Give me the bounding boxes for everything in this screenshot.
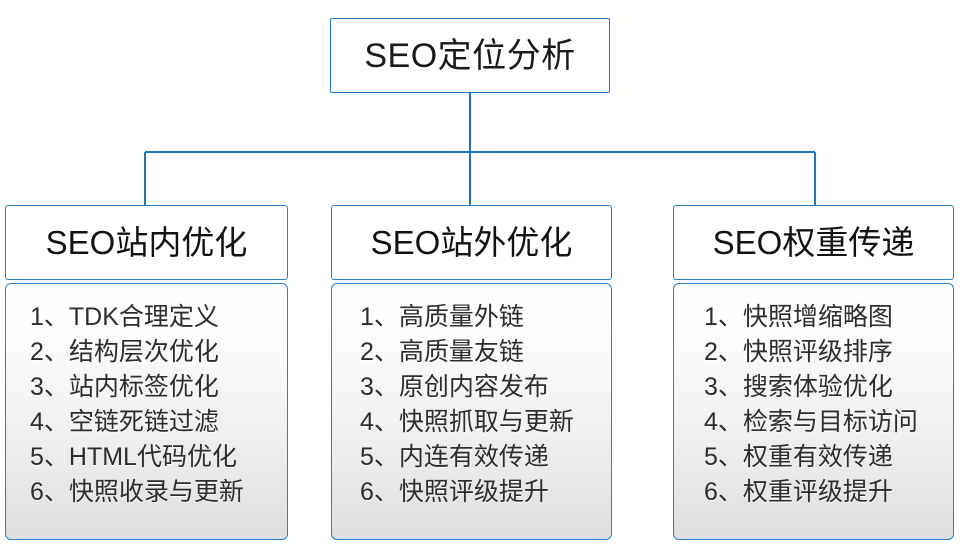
list-item: 4、检索与目标访问	[704, 408, 918, 436]
branch-column-seo-onsite: SEO站内优化 1、TDK合理定义 2、结构层次优化 3、站内标签优化 4、空链…	[5, 205, 288, 540]
list-item: 5、权重有效传递	[704, 443, 893, 471]
list-item: 6、快照收录与更新	[30, 478, 244, 506]
branch-header-box: SEO站外优化	[331, 205, 612, 280]
list-item: 2、快照评级排序	[704, 338, 893, 366]
branch-item-panel: 1、TDK合理定义 2、结构层次优化 3、站内标签优化 4、空链死链过滤 5、H…	[5, 283, 288, 540]
list-item: 6、快照评级提升	[360, 478, 549, 506]
list-item: 3、原创内容发布	[360, 373, 549, 401]
branch-header-box: SEO站内优化	[5, 205, 288, 280]
list-item: 1、TDK合理定义	[30, 303, 219, 331]
list-item: 1、高质量外链	[360, 303, 524, 331]
root-node-label: SEO定位分析	[364, 36, 576, 75]
list-item: 4、快照抓取与更新	[360, 408, 574, 436]
root-node: SEO定位分析	[330, 18, 610, 93]
branch-header-label: SEO站外优化	[370, 224, 573, 261]
list-item: 3、搜索体验优化	[704, 373, 893, 401]
branch-item-list: 1、TDK合理定义 2、结构层次优化 3、站内标签优化 4、空链死链过滤 5、H…	[6, 300, 287, 510]
branch-header-box: SEO权重传递	[673, 205, 954, 280]
list-item: 4、空链死链过滤	[30, 408, 219, 436]
list-item: 6、权重评级提升	[704, 478, 893, 506]
list-item: 2、结构层次优化	[30, 338, 219, 366]
branch-header-label: SEO站内优化	[45, 224, 248, 261]
list-item: 5、内连有效传递	[360, 443, 549, 471]
list-item: 3、站内标签优化	[30, 373, 219, 401]
list-item: 1、快照增缩略图	[704, 303, 893, 331]
branch-item-panel: 1、高质量外链 2、高质量友链 3、原创内容发布 4、快照抓取与更新 5、内连有…	[331, 283, 612, 540]
list-item: 5、HTML代码优化	[30, 443, 237, 471]
branch-item-panel: 1、快照增缩略图 2、快照评级排序 3、搜索体验优化 4、检索与目标访问 5、权…	[673, 283, 954, 540]
list-item: 2、高质量友链	[360, 338, 524, 366]
branch-item-list: 1、高质量外链 2、高质量友链 3、原创内容发布 4、快照抓取与更新 5、内连有…	[332, 300, 611, 510]
branch-column-seo-weight: SEO权重传递 1、快照增缩略图 2、快照评级排序 3、搜索体验优化 4、检索与…	[673, 205, 954, 540]
branch-column-seo-offsite: SEO站外优化 1、高质量外链 2、高质量友链 3、原创内容发布 4、快照抓取与…	[331, 205, 612, 540]
branch-item-list: 1、快照增缩略图 2、快照评级排序 3、搜索体验优化 4、检索与目标访问 5、权…	[674, 300, 953, 510]
branch-header-label: SEO权重传递	[712, 224, 915, 261]
